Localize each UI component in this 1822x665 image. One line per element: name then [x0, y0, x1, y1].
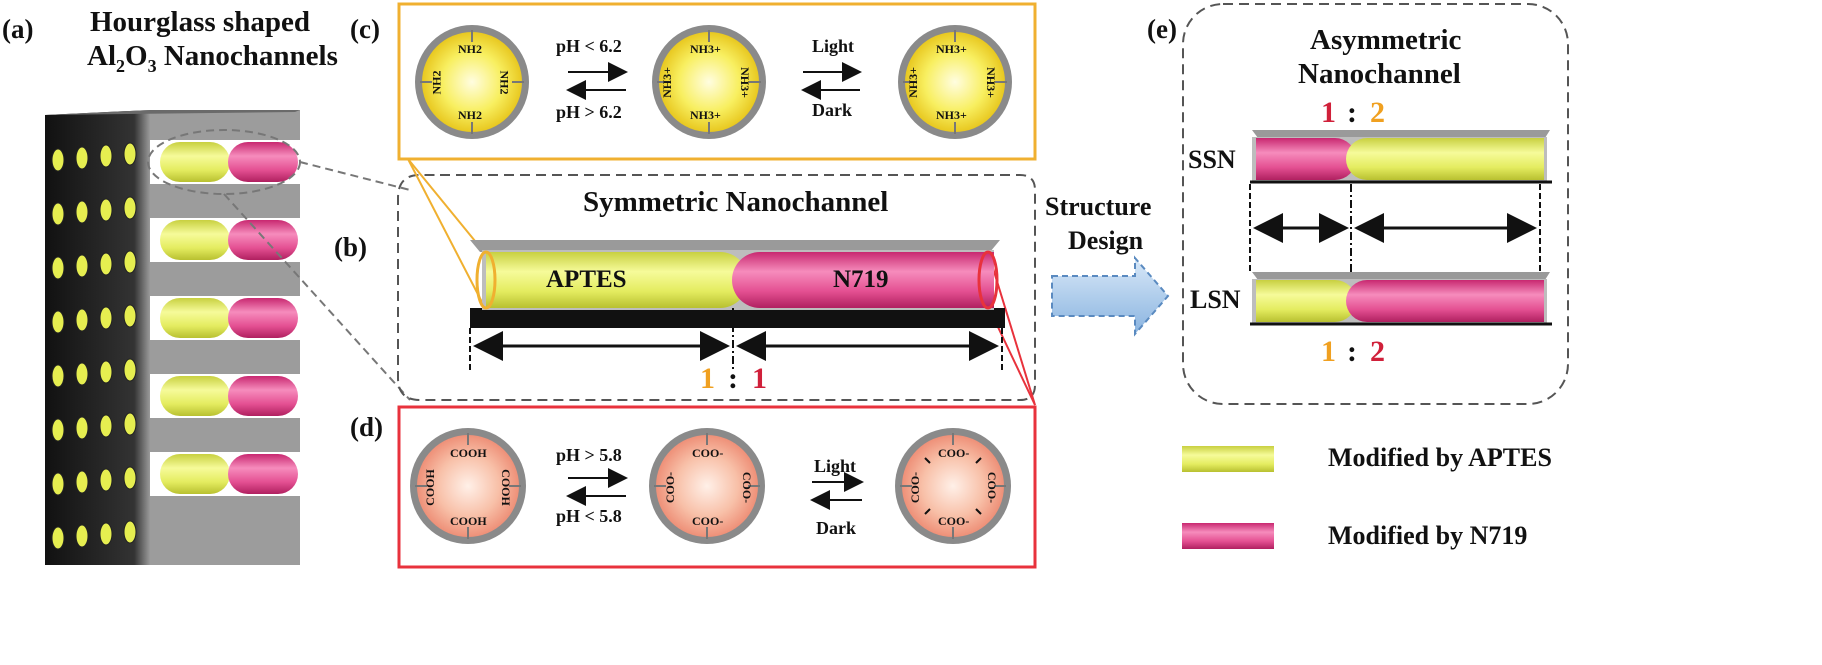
- panel-label-b: (b): [334, 232, 367, 262]
- panel-label-d: (d): [350, 412, 383, 442]
- panel-c-arrow2-top: Light: [812, 36, 855, 56]
- carboxylate-label: COO-: [908, 471, 923, 504]
- legend-swatch-aptes: [1182, 446, 1274, 472]
- ammonium-label: NH3+: [659, 67, 674, 98]
- ratio-right: 1: [752, 362, 767, 395]
- porous-block: [45, 110, 301, 565]
- ssn-lsn-dimension-arrows: [1249, 184, 1541, 272]
- lsn-ratio-right: 2: [1370, 335, 1385, 368]
- ssn-ratio-left: 1: [1321, 96, 1336, 129]
- lsn-channel: [1250, 272, 1552, 326]
- panel-d-equilibrium-arrows: [566, 468, 864, 510]
- panel-c-arrow1-top: pH < 6.2: [556, 36, 622, 56]
- amine-label: NH2: [497, 70, 512, 95]
- ammonium-label: NH3+: [936, 42, 967, 56]
- ssn-label: SSN: [1188, 145, 1236, 174]
- ssn-channel: [1250, 130, 1552, 184]
- panel-d-arrow2-top: Light: [814, 456, 857, 476]
- ssn-ratio-sep: :: [1347, 96, 1357, 129]
- carboxyl-label: COOH: [498, 469, 513, 506]
- ammonium-label: NH3+: [737, 67, 752, 98]
- panel-a-title-line1: Hourglass shaped: [90, 6, 310, 38]
- panel-e-title-line2: Nanochannel: [1298, 58, 1461, 90]
- panel-e-title-line1: Asymmetric: [1310, 24, 1462, 56]
- panel-b-frame: [397, 174, 1036, 401]
- ammonium-label: NH3+: [690, 42, 721, 56]
- structure-design-arrow: [1051, 255, 1170, 337]
- n719-channel-label: N719: [833, 266, 889, 293]
- carboxyl-label: COOH: [450, 446, 487, 460]
- panel-b-title: Symmetric Nanochannel: [583, 186, 889, 218]
- carboxylate-label: COO-: [740, 471, 755, 504]
- structure-design-line2: Design: [1068, 226, 1144, 255]
- lsn-label: LSN: [1190, 285, 1241, 314]
- symmetric-channel: [469, 240, 1005, 372]
- panel-c-equilibrium-arrows: [566, 62, 862, 100]
- panel-a-title-line2: Al2O3 Nanochannels: [87, 40, 338, 76]
- carboxylate-label: COO-: [938, 446, 970, 460]
- carboxylate-label: COO-: [663, 471, 678, 504]
- panel-d-arrow2-bottom: Dark: [816, 518, 856, 538]
- panel-c-arrow1-bottom: pH > 6.2: [556, 102, 622, 122]
- ratio-sep: :: [728, 362, 738, 395]
- panel-label-c: (c): [350, 14, 380, 44]
- ammonium-label: NH3+: [936, 108, 967, 122]
- carboxyl-label: COOH: [422, 469, 437, 506]
- panel-c-circles: [415, 25, 1012, 139]
- structure-design-line1: Structure: [1045, 192, 1152, 221]
- aptes-channel-label: APTES: [546, 266, 627, 293]
- ratio-left: 1: [700, 362, 715, 395]
- legend-label-aptes: Modified by APTES: [1328, 443, 1552, 472]
- ssn-ratio-right: 2: [1370, 96, 1385, 129]
- panel-c-arrow2-bottom: Dark: [812, 100, 852, 120]
- panel-c-frame: [397, 2, 1037, 161]
- panel-d-frame: [397, 405, 1037, 569]
- panel-label-a: (a): [2, 14, 34, 44]
- lsn-ratio-left: 1: [1321, 335, 1336, 368]
- amine-label: NH2: [458, 42, 482, 56]
- carboxylate-label: COO-: [692, 514, 724, 528]
- amine-label: NH2: [429, 70, 444, 95]
- ammonium-label: NH3+: [905, 67, 920, 98]
- panel-d-circles: [410, 428, 1011, 544]
- carboxylate-label: COO-: [692, 446, 724, 460]
- panel-e-frame: [1182, 3, 1569, 405]
- carboxylate-label: COO-: [985, 471, 1000, 504]
- carboxyl-label: COOH: [450, 514, 487, 528]
- amine-label: NH2: [458, 108, 482, 122]
- lsn-ratio-sep: :: [1347, 335, 1357, 368]
- panel-d-arrow1-top: pH > 5.8: [556, 445, 622, 465]
- ammonium-label: NH3+: [983, 67, 998, 98]
- ammonium-label: NH3+: [690, 108, 721, 122]
- panel-d-arrow1-bottom: pH < 5.8: [556, 506, 622, 526]
- panel-label-e: (e): [1147, 14, 1177, 44]
- legend-label-n719: Modified by N719: [1328, 521, 1528, 550]
- carboxylate-label: COO-: [938, 514, 970, 528]
- legend-swatch-n719: [1182, 523, 1274, 549]
